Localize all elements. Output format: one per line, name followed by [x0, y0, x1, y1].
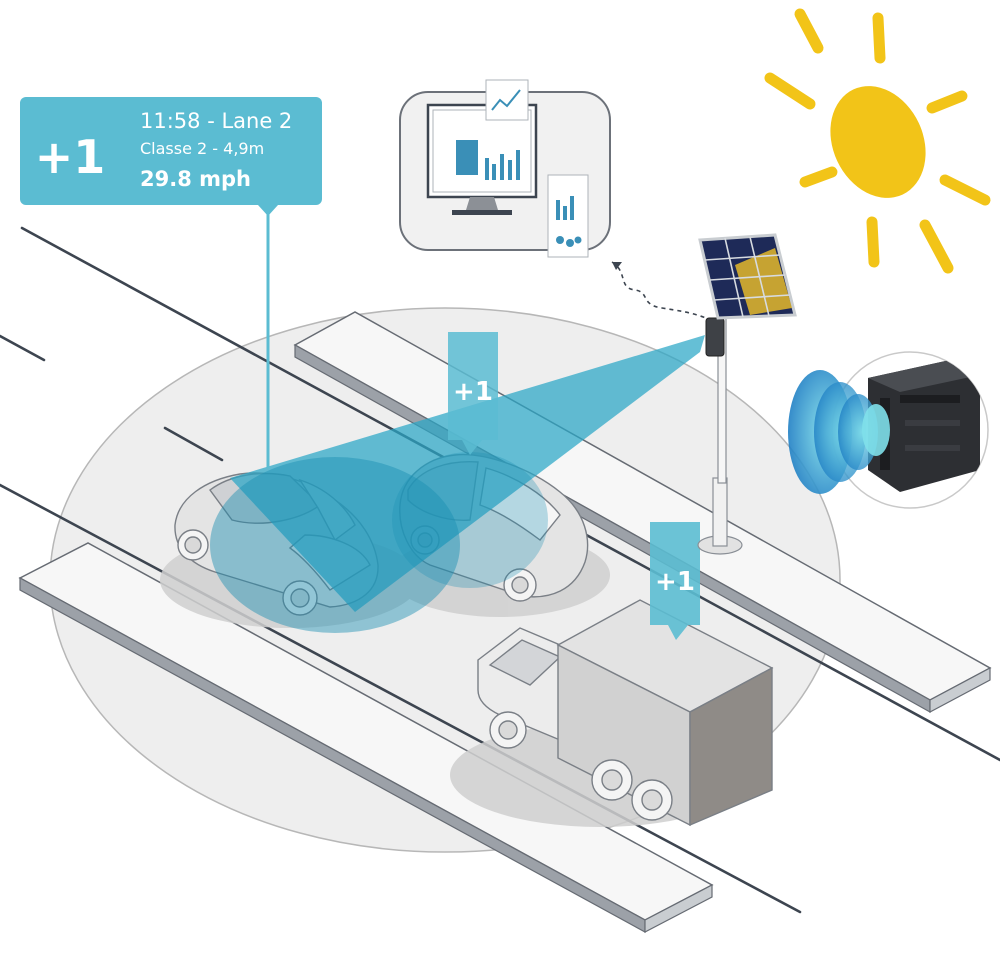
dashboard-monitor-icon	[399, 79, 611, 258]
callout-time-lane: 11:58 - Lane 2	[140, 109, 292, 133]
count-badge-1: +1	[448, 332, 498, 455]
radar-waves-icon	[788, 370, 890, 494]
count-badge-1-text: +1	[453, 377, 493, 407]
detection-beam	[210, 335, 705, 633]
solar-panel-icon	[698, 233, 797, 320]
vehicle-info-callout: +1 11:58 - Lane 2 Classe 2 - 4,9m 29.8 m…	[20, 97, 322, 205]
callout-class-length: Classe 2 - 4,9m	[140, 139, 264, 158]
sidewalk-left	[18, 542, 714, 934]
radar-sensor-icon	[831, 351, 989, 509]
callout-speed: 29.8 mph	[140, 167, 251, 191]
callout-count: +1	[35, 130, 106, 184]
count-badge-2-text: +1	[655, 567, 695, 597]
truck	[477, 599, 774, 827]
sensor-pole	[697, 314, 743, 555]
callout-pointer	[258, 205, 278, 468]
sun-icon	[764, 8, 991, 274]
data-link-line	[611, 261, 707, 319]
count-badge-2: +1	[650, 522, 700, 640]
